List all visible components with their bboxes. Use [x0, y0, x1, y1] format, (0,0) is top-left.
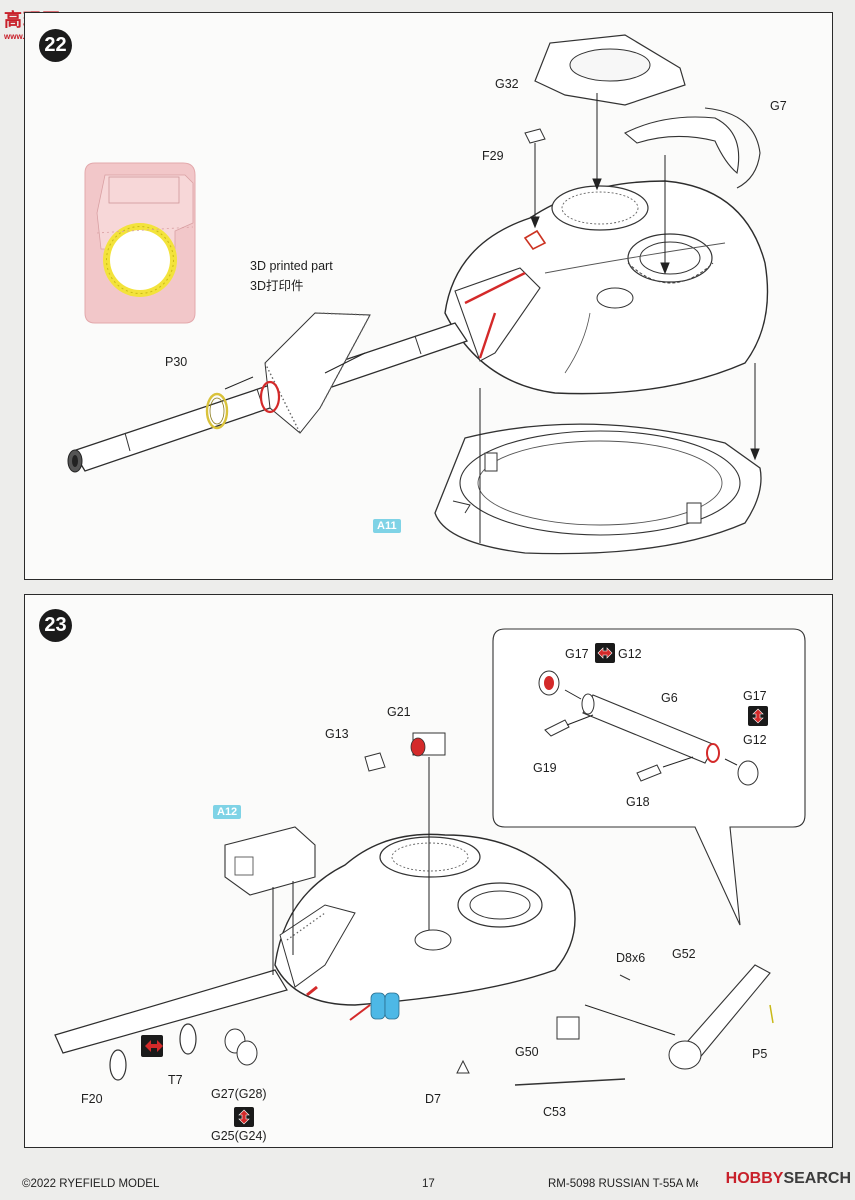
- label-g52: G52: [672, 947, 696, 961]
- g6-tube: [538, 670, 759, 786]
- step-23-panel: 23: [24, 594, 833, 1148]
- label-g17-right: G17: [743, 689, 767, 703]
- gun-barrel: [67, 322, 469, 473]
- gun-barrel-23: [54, 969, 288, 1054]
- a12-box-part: [224, 826, 316, 975]
- label-g6: G6: [661, 691, 678, 705]
- step-22-panel: 22: [24, 12, 833, 580]
- label-g7: G7: [770, 99, 787, 113]
- label-printed-en: 3D printed part: [250, 259, 333, 273]
- g7-part: [624, 107, 761, 189]
- g52-tube: [584, 964, 774, 1070]
- watermark-search: SEARCH: [783, 1170, 851, 1187]
- swap-icon-vertical: [748, 706, 768, 726]
- label-t7: T7: [168, 1073, 183, 1087]
- printed-part-inset: [84, 162, 196, 324]
- step-22-number: 22: [39, 29, 72, 62]
- swap-icon-vertical-bottom: [234, 1107, 254, 1127]
- label-g13: G13: [325, 727, 349, 741]
- label-c53: C53: [543, 1105, 566, 1119]
- p30-ring: [205, 392, 229, 430]
- gun-mantlet: [454, 267, 541, 362]
- label-g32: G32: [495, 77, 519, 91]
- g32-part: [534, 34, 686, 106]
- footer-page-number: 17: [422, 1178, 435, 1190]
- label-printed-cn: 3D打印件: [250, 279, 304, 293]
- f29-part: [524, 128, 546, 144]
- label-g18: G18: [626, 795, 650, 809]
- footer-product: RM-5098 RUSSIAN T-55A Medium Tank MOD.19…: [548, 1178, 698, 1190]
- label-d7: D7: [425, 1092, 441, 1106]
- assembly-arrows: [224, 93, 760, 543]
- label-p5: P5: [752, 1047, 768, 1061]
- blue-canister-part: [306, 985, 400, 1021]
- step-23-illustration: [54, 628, 806, 1086]
- turret-ring-base: [434, 423, 762, 555]
- step-22-illustration: [67, 34, 769, 555]
- reference-tag-a11: A11: [373, 519, 401, 533]
- label-f29: F29: [482, 149, 504, 163]
- footer-copyright: ©2022 RYEFIELD MODEL: [22, 1178, 160, 1190]
- label-g12-top: G12: [618, 647, 642, 661]
- label-p30: P30: [165, 355, 188, 369]
- printed-cover-part: [259, 312, 372, 434]
- label-g17-top: G17: [565, 647, 589, 661]
- reference-tag-a12: A12: [213, 805, 242, 819]
- small-parts-23: [109, 974, 631, 1086]
- label-g25-g24: G25(G24): [211, 1129, 267, 1143]
- label-d8x6: D8x6: [616, 951, 646, 965]
- swap-icon-left: [141, 1035, 163, 1057]
- turret-body: [444, 180, 769, 395]
- label-g12-right: G12: [743, 733, 767, 747]
- label-f20: F20: [81, 1092, 103, 1106]
- g21-part: [364, 732, 446, 930]
- label-g50: G50: [515, 1045, 539, 1059]
- label-g19: G19: [533, 761, 557, 775]
- hobbysearch-watermark: HOBBYSEARCH: [726, 1170, 851, 1188]
- turret-body-23: [274, 833, 576, 1006]
- label-g27-g28: G27(G28): [211, 1087, 267, 1101]
- step-23-number: 23: [39, 609, 72, 642]
- label-g21: G21: [387, 705, 411, 719]
- swap-icon-horizontal: [595, 643, 615, 663]
- watermark-hobby: HOBBY: [725, 1170, 784, 1187]
